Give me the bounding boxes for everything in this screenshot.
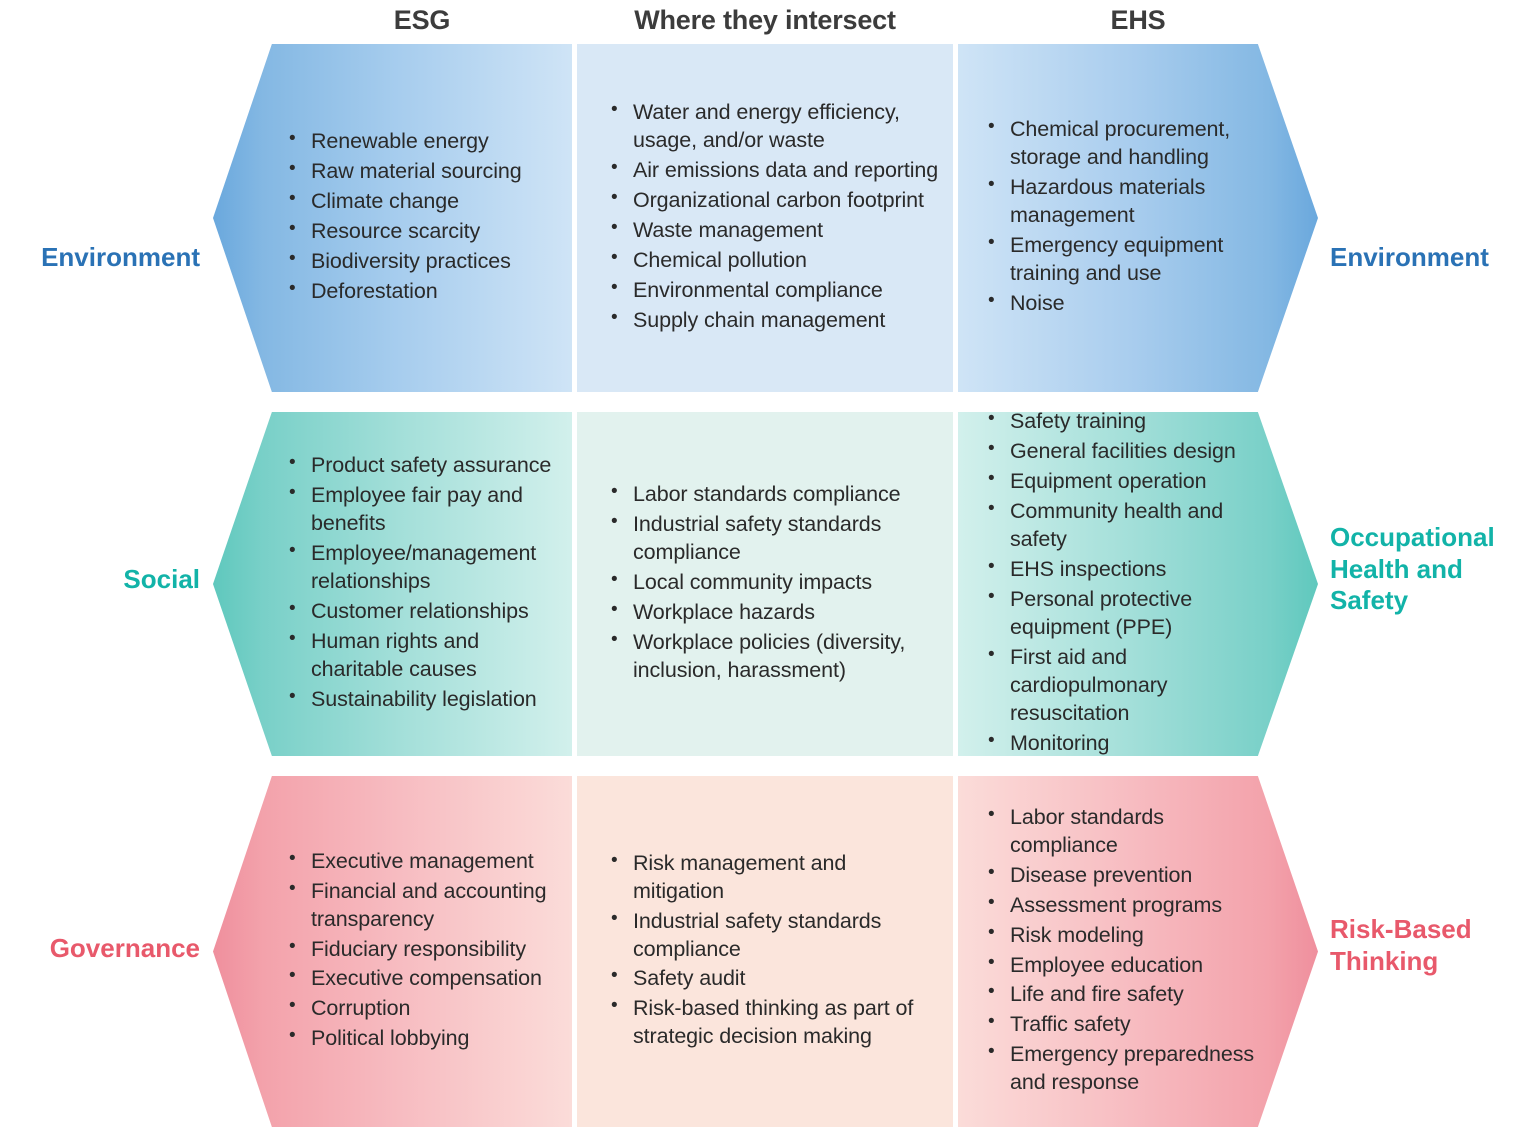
- list-item: EHS inspections: [984, 555, 1260, 584]
- list-item: Industrial safety standards compliance: [607, 510, 941, 567]
- list-item: Chemical procurement, storage and handli…: [984, 115, 1260, 172]
- list-item: Labor standards compliance: [984, 803, 1260, 860]
- list-item: Political lobbying: [285, 1024, 564, 1053]
- list-item: Community health and safety: [984, 497, 1260, 554]
- bullet-list-esg-governance: Executive management Financial and accou…: [285, 776, 564, 1127]
- list-item: Safety training: [984, 407, 1260, 436]
- list-item: Risk management and mitigation: [607, 849, 941, 906]
- row-label-right-risk-based-thinking: Risk-Based Thinking: [1330, 914, 1472, 976]
- panel-ehs-environment: Chemical procurement, storage and handli…: [958, 44, 1318, 392]
- list-item: Corruption: [285, 994, 564, 1023]
- list-item: Personal protective equipment (PPE): [984, 585, 1260, 642]
- list-item: Product safety assurance: [285, 451, 564, 480]
- list-item: Chemical pollution: [607, 246, 941, 275]
- column-header-esg: ESG: [393, 5, 451, 35]
- list-item: Executive compensation: [285, 964, 564, 993]
- list-item: Customer relationships: [285, 597, 564, 626]
- list-item: Resource scarcity: [285, 217, 564, 246]
- list-item: Waste management: [607, 216, 941, 245]
- list-item: Employee fair pay and benefits: [285, 481, 564, 538]
- list-item: Supply chain management: [607, 306, 941, 335]
- panel-esg-environment: Renewable energy Raw material sourcing C…: [213, 44, 572, 392]
- row-label-right-occupational-health-and-safety: Occupational Health and Safety: [1330, 522, 1495, 616]
- list-item: Employee education: [984, 951, 1260, 980]
- row-label-left-environment: Environment: [41, 242, 200, 272]
- list-item: Monitoring: [984, 729, 1260, 758]
- row-environment: Environment Renewable energy Raw materia…: [0, 44, 1536, 392]
- list-item: Industrial safety standards compliance: [607, 907, 941, 964]
- list-item: Organizational carbon footprint: [607, 186, 941, 215]
- row-label-left-governance: Governance: [49, 933, 200, 963]
- list-item: Fiduciary responsibility: [285, 935, 564, 964]
- row-governance: Governance Executive management Financia…: [0, 776, 1536, 1127]
- list-item: Biodiversity practices: [285, 247, 564, 276]
- list-item: Emergency equipment training and use: [984, 231, 1260, 288]
- list-item: Equipment operation: [984, 467, 1260, 496]
- list-item: Sustainability legislation: [285, 685, 564, 714]
- column-header-ehs: EHS: [1110, 5, 1166, 35]
- panel-intersect-governance: Risk management and mitigation Industria…: [577, 776, 953, 1127]
- row-label-left-social: Social: [123, 564, 200, 594]
- panel-ehs-governance: Labor standards compliance Disease preve…: [958, 776, 1318, 1127]
- list-item: Risk-based thinking as part of strategic…: [607, 994, 941, 1051]
- list-item: Life and fire safety: [984, 980, 1260, 1009]
- bullet-list-ehs-governance: Labor standards compliance Disease preve…: [984, 776, 1260, 1127]
- list-item: Emergency preparedness and response: [984, 1040, 1260, 1097]
- list-item: Workplace policies (diversity, inclusion…: [607, 628, 941, 685]
- list-item: Hazardous materials management: [984, 173, 1260, 230]
- bullet-list-esg-social: Product safety assurance Employee fair p…: [285, 412, 564, 756]
- row-social: Social Product safety assurance Employee…: [0, 407, 1536, 758]
- list-item: Climate change: [285, 187, 564, 216]
- bullet-list-ehs-environment: Chemical procurement, storage and handli…: [984, 44, 1260, 392]
- list-item: Human rights and charitable causes: [285, 627, 564, 684]
- list-item: Disease prevention: [984, 861, 1260, 890]
- list-item: Financial and accounting transparency: [285, 877, 564, 934]
- list-item: Local community impacts: [607, 568, 941, 597]
- list-item: Raw material sourcing: [285, 157, 564, 186]
- list-item: Assessment programs: [984, 891, 1260, 920]
- bullet-list-esg-environment: Renewable energy Raw material sourcing C…: [285, 44, 564, 392]
- list-item: General facilities design: [984, 437, 1260, 466]
- list-item: Water and energy efficiency, usage, and/…: [607, 98, 941, 155]
- panel-esg-governance: Executive management Financial and accou…: [213, 776, 572, 1127]
- column-headers: ESG Where they intersect EHS: [0, 0, 1536, 44]
- bullet-list-intersect-governance: Risk management and mitigation Industria…: [607, 776, 941, 1127]
- panel-esg-social: Product safety assurance Employee fair p…: [213, 412, 572, 756]
- list-item: Workplace hazards: [607, 598, 941, 627]
- list-item: Employee/management relationships: [285, 539, 564, 596]
- list-item: Noise: [984, 289, 1260, 318]
- panel-intersect-environment: Water and energy efficiency, usage, and/…: [577, 44, 953, 392]
- list-item: Safety audit: [607, 964, 941, 993]
- row-label-right-environment: Environment: [1330, 242, 1489, 272]
- list-item: Executive management: [285, 847, 564, 876]
- panel-intersect-social: Labor standards compliance Industrial sa…: [577, 412, 953, 756]
- list-item: First aid and cardiopulmonary resuscitat…: [984, 643, 1260, 728]
- column-header-intersect: Where they intersect: [634, 5, 896, 35]
- list-item: Renewable energy: [285, 127, 564, 156]
- panel-ehs-social: Safety training General facilities desig…: [958, 407, 1318, 758]
- list-item: Environmental compliance: [607, 276, 941, 305]
- list-item: Deforestation: [285, 277, 564, 306]
- list-item: Labor standards compliance: [607, 480, 941, 509]
- bullet-list-intersect-environment: Water and energy efficiency, usage, and/…: [607, 44, 941, 392]
- list-item: Risk modeling: [984, 921, 1260, 950]
- bullet-list-ehs-social: Safety training General facilities desig…: [984, 407, 1260, 758]
- list-item: Traffic safety: [984, 1010, 1260, 1039]
- bullet-list-intersect-social: Labor standards compliance Industrial sa…: [607, 412, 941, 756]
- list-item: Air emissions data and reporting: [607, 156, 941, 185]
